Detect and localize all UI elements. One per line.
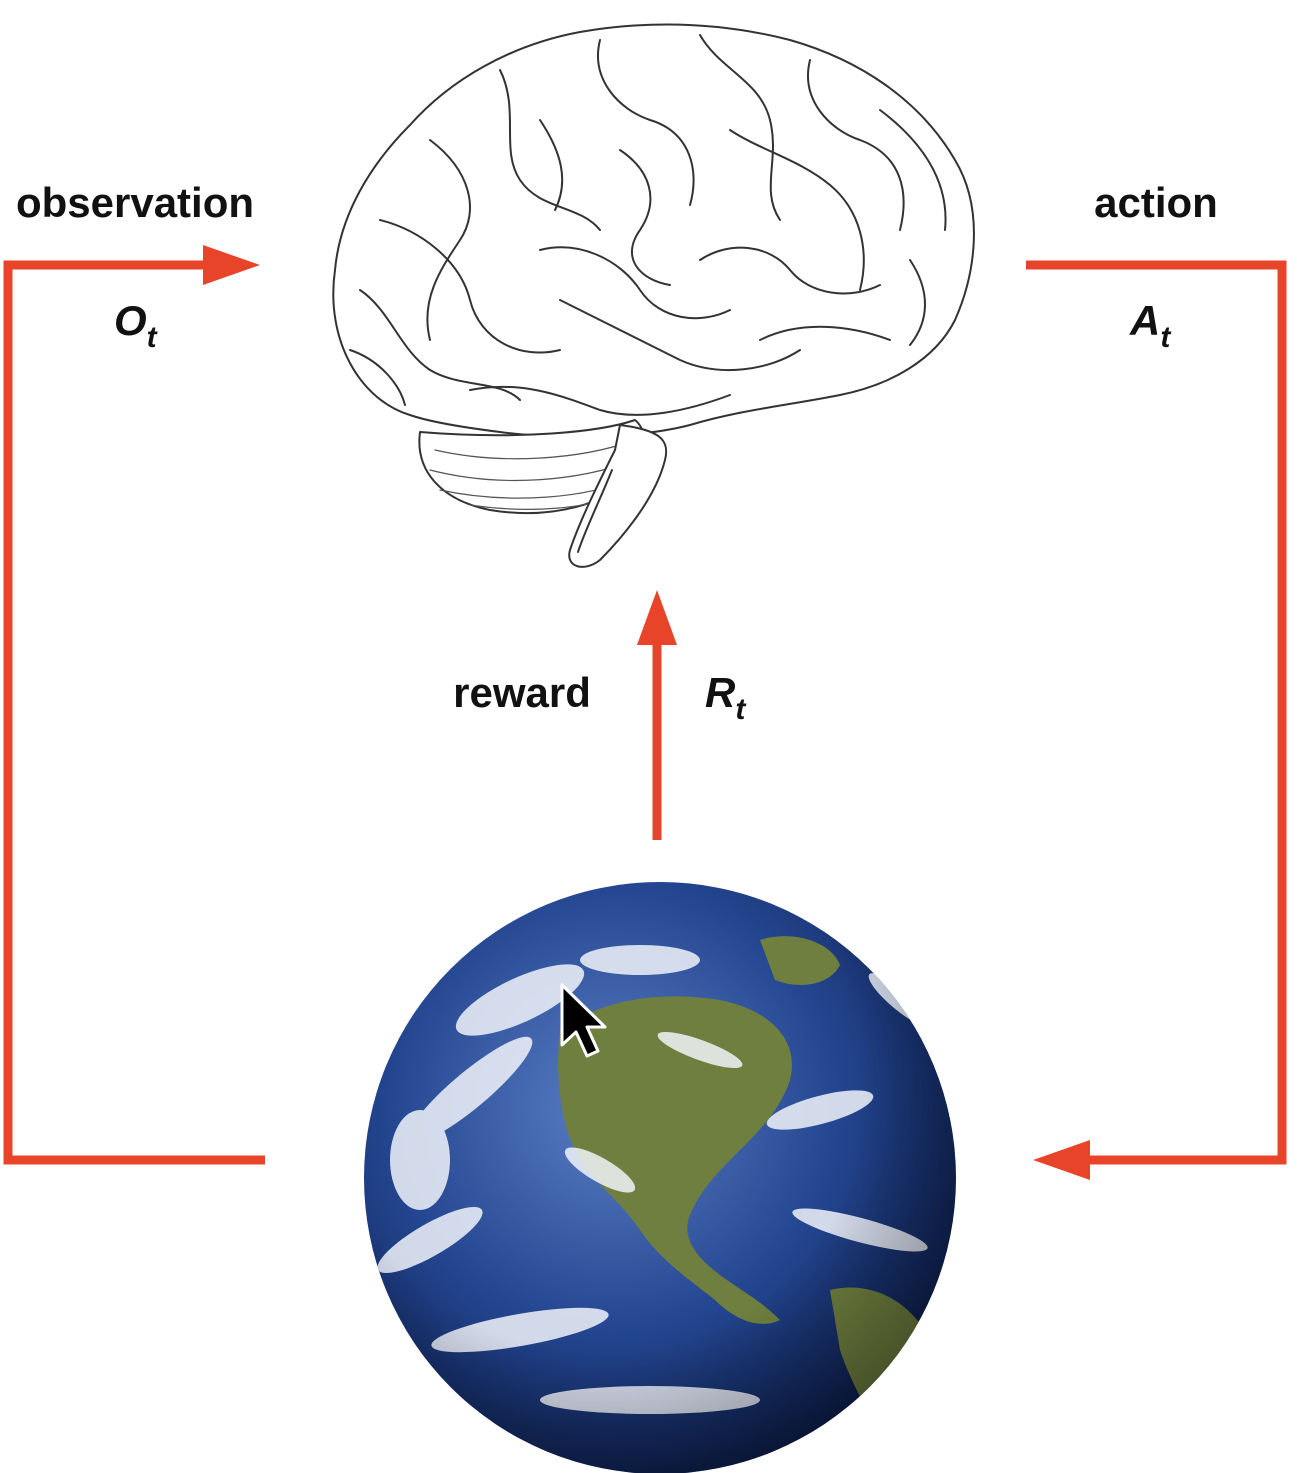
action-symbol: At <box>1129 297 1172 354</box>
mouse-cursor-icon <box>560 983 607 1058</box>
reward-label: reward <box>453 669 591 716</box>
reward-arrow <box>637 590 677 840</box>
observation-arrow <box>3 245 265 1165</box>
action-arrow <box>1026 260 1287 1180</box>
observation-symbol: Ot <box>114 297 159 354</box>
brain-icon <box>332 23 975 568</box>
observation-label: observation <box>16 179 254 226</box>
action-label: action <box>1094 179 1218 226</box>
earth-globe-icon <box>364 882 956 1473</box>
reward-symbol: Rt <box>705 669 747 726</box>
